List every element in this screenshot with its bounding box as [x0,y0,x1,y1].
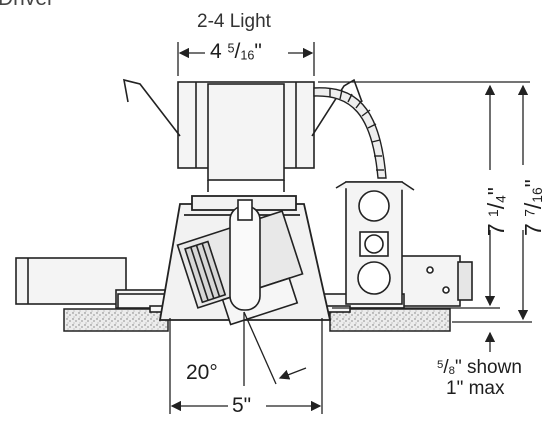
dim-bottom-width [169,318,323,414]
junction-bracket [397,255,473,307]
top-width-num: 5 [227,41,235,56]
height-total-unit: " [519,179,546,188]
header-fragment: Driver [0,0,54,9]
top-width-label: 4 5/16" [210,40,262,63]
flex-conduit [313,87,387,179]
height-body-label: 7 1/4" [482,187,509,237]
diagram-title: 2-4 Light [197,11,271,32]
ceiling-max-label: 1" max [446,378,505,399]
height-total-den: 16 [530,187,546,203]
height-body-num: 1 [485,209,501,217]
mounting-clips [122,78,363,137]
tilt-angle-label: 20° [186,361,218,384]
ceiling-shown-label: 5/8" shown [437,357,522,378]
height-body-whole: 7 [482,223,509,237]
ceiling-shown-num: 5 [437,358,444,371]
height-body-den: 4 [493,195,509,203]
height-body-unit: " [482,187,509,196]
bottom-width-label: 5" [232,394,252,417]
dim-heights [318,81,532,352]
driver-box [177,81,315,192]
ceiling-shown-den: 8 [448,365,455,378]
dim-top-width [177,42,315,76]
height-total-label: 7 7/16" [519,179,546,236]
height-total-whole: 7 [519,223,546,236]
junction-box [335,181,415,305]
gimbal-lamp [176,199,304,326]
top-width-whole: 4 [210,40,222,63]
ceiling-section [63,308,451,332]
height-total-num: 7 [522,209,538,217]
ceiling-shown-text: " shown [454,357,522,378]
top-width-unit: " [254,40,262,63]
dim-tilt-angle [243,311,307,386]
top-width-den: 16 [240,48,255,63]
